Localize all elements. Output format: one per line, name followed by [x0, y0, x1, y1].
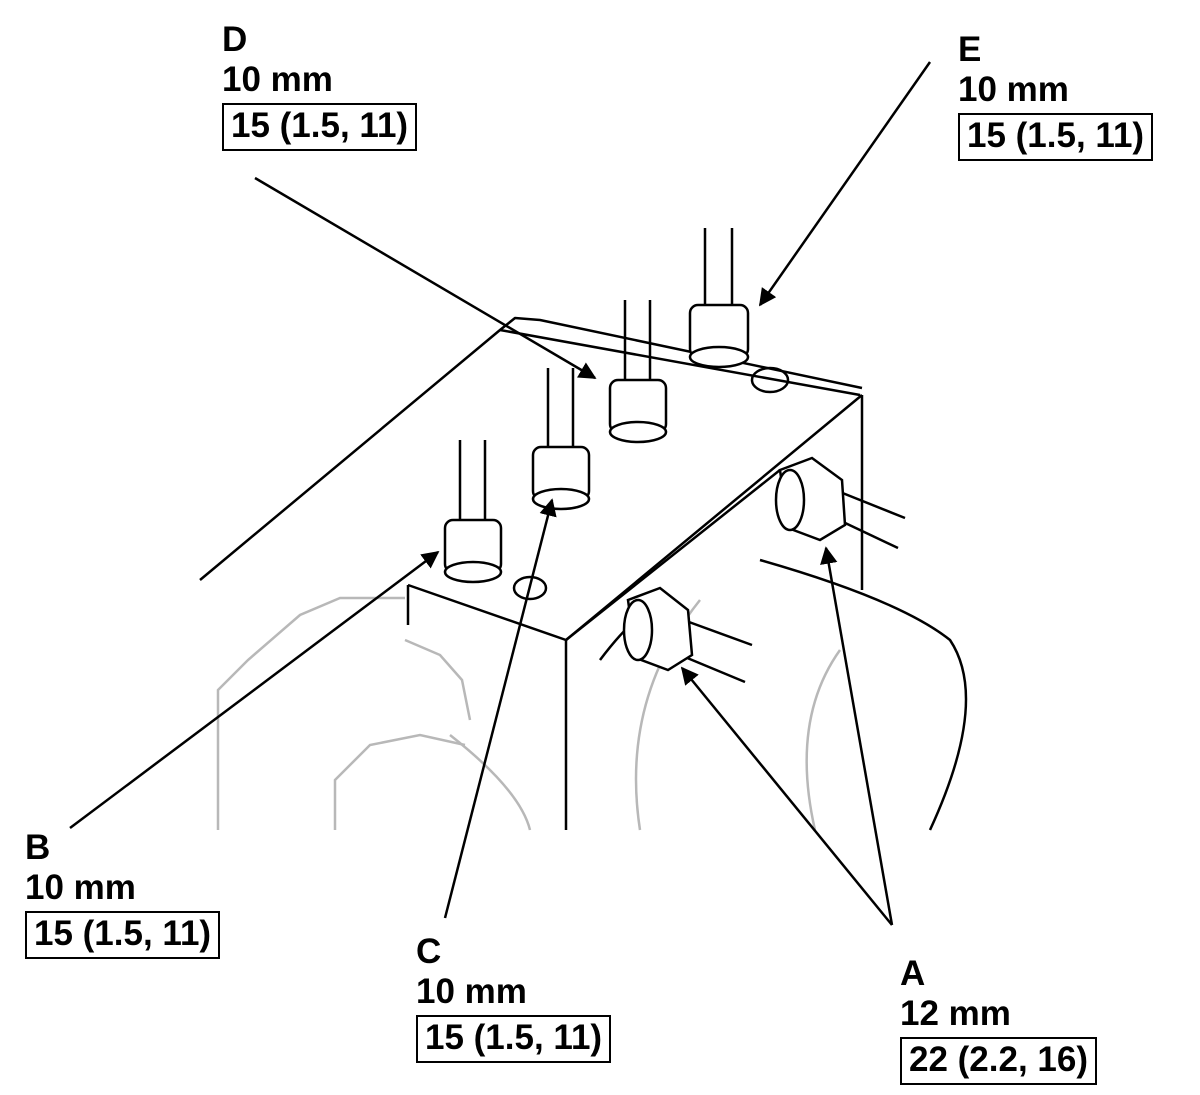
top-fittings: [443, 228, 750, 584]
left-bracket-inner: [404, 638, 472, 721]
left-cylinder-arc: [449, 734, 532, 831]
block-back-edge: [499, 328, 861, 397]
left-bracket-outline: [216, 596, 405, 830]
callout-torque: 15 (1.5, 11): [416, 1015, 612, 1063]
right-housing-curve: [759, 558, 968, 831]
callout-d: D 10 mm 15 (1.5, 11): [222, 20, 418, 151]
leader-c: [443, 498, 557, 919]
callout-letter: A: [900, 954, 926, 993]
callout-size: 12 mm: [900, 994, 1011, 1033]
callout-torque: 15 (1.5, 11): [958, 113, 1154, 161]
callout-size: 10 mm: [416, 972, 527, 1011]
callout-torque: 15 (1.5, 11): [222, 103, 418, 151]
callout-size: 10 mm: [25, 868, 136, 907]
fitting-a-upper: [774, 456, 906, 550]
callout-size: 10 mm: [958, 70, 1069, 109]
top-plate-edge: [199, 316, 863, 581]
callout-size: 10 mm: [222, 60, 333, 99]
callout-letter: D: [222, 20, 248, 59]
fitting-c: [531, 368, 591, 511]
leader-a-lower: [680, 666, 893, 926]
callout-c: C 10 mm 15 (1.5, 11): [416, 932, 612, 1063]
callout-letter: B: [25, 828, 51, 867]
leader-a-upper: [820, 546, 894, 926]
block-right-face: [565, 469, 781, 641]
left-cylinder-outline: [333, 733, 466, 830]
callout-e: E 10 mm 15 (1.5, 11): [958, 30, 1154, 161]
leader-d: [254, 176, 597, 380]
leader-lines: [69, 61, 932, 926]
leader-e: [758, 61, 932, 307]
callout-letter: E: [958, 30, 982, 69]
modulator-body: [199, 316, 968, 831]
callout-letter: C: [416, 932, 442, 971]
fitting-d: [608, 300, 668, 444]
callout-torque: 15 (1.5, 11): [25, 911, 221, 959]
fitting-e: [688, 228, 750, 369]
background-parts: [216, 596, 842, 831]
port-hole-front: [512, 575, 548, 601]
fitting-b: [443, 440, 503, 584]
port-hole-rear: [750, 366, 790, 394]
fitting-a-lower: [622, 586, 753, 684]
callout-b: B 10 mm 15 (1.5, 11): [25, 828, 221, 959]
callout-torque: 22 (2.2, 16): [900, 1037, 1097, 1085]
side-fittings: [622, 456, 906, 684]
callout-a: A 12 mm 22 (2.2, 16): [900, 954, 1097, 1085]
right-cylinder-arc-inner: [805, 649, 842, 831]
leader-b: [69, 550, 440, 829]
